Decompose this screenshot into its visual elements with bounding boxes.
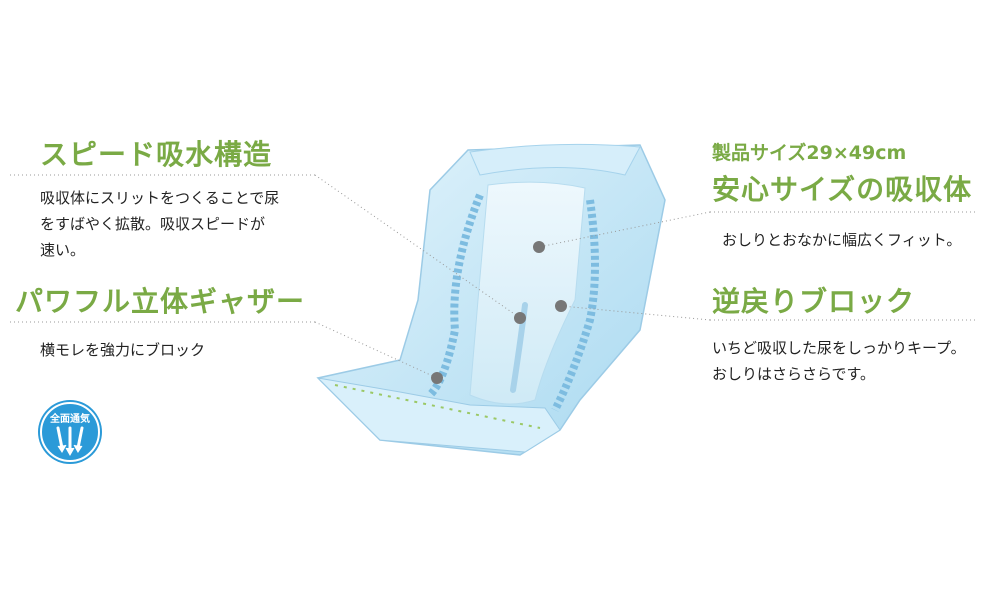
feature-desc-size: おしりとおなかに幅広くフィット。 [722,231,962,249]
pad-slit [510,302,528,393]
feature-desc-backflow: いちど吸収した尿をしっかりキープ。 おしりはさらさらです。 [712,339,966,383]
airflow-arrows-icon [40,402,100,462]
feature-title-gather: パワフル立体ギャザー [15,285,306,318]
callout-dot-gather [431,372,443,384]
callout-dot-speed [514,312,526,324]
pad-core [469,181,586,405]
feature-title-size: 安心サイズの吸収体 [712,173,973,206]
callout-dot-backflow [555,300,567,312]
full-ventilation-badge: 全面通気 [38,400,102,464]
pad-front-flap [316,377,561,453]
feature-desc-gather: 横モレを強力にブロック [40,341,206,359]
feature-title-speed: スピード吸水構造 [40,138,273,171]
feature-desc-speed: 吸収体にスリットをつくることで尿 をすばやく拡散。吸収スピードが 速い。 [40,189,280,259]
feature-title-backflow: 逆戻りブロック [712,285,916,318]
pad-gather-right [551,199,599,412]
feature-subtitle-size: 製品サイズ29×49cm [712,142,907,164]
callout-dot-size [533,241,545,253]
badge-label: 全面通気 [50,414,90,425]
pad-back-wing [469,143,641,176]
